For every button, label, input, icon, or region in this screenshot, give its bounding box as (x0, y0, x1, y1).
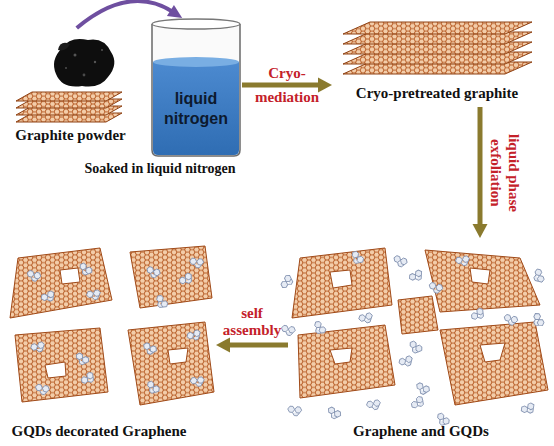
graphite-stage: Graphite powder (8, 28, 133, 146)
quantum-dots (280, 250, 545, 428)
beaker (152, 19, 240, 156)
process-arrow (216, 338, 288, 353)
step-note: Soaked in liquid nitrogen (45, 161, 275, 177)
step-label: Cryo- mediation (247, 61, 327, 109)
cryo-graphite-stack (343, 22, 532, 74)
stage-caption: Cryo-pretreated graphite (332, 84, 542, 102)
step-label: self assembly (212, 305, 292, 339)
graphene-sheets (292, 248, 548, 405)
stage-caption: Graphene and GQDs (288, 422, 554, 440)
graphite-stack (16, 92, 122, 122)
stage-caption: GQDs decorated Graphene (4, 422, 194, 440)
beaker-stage: liquid nitrogen (150, 18, 242, 158)
process-arrow (77, 1, 182, 28)
cryo-stage: Cryo-pretreated graphite (332, 12, 542, 107)
exfoliated-stage: Graphene and GQDs (288, 238, 554, 444)
attached-dots (26, 258, 205, 396)
decorated-stage: GQDs decorated Graphene (4, 238, 216, 444)
step-label: liquid phase exfoliation (487, 103, 523, 243)
stage-caption: Graphite powder (8, 126, 133, 144)
graphite-blob (54, 39, 114, 87)
decorated-sheets (10, 246, 214, 405)
process-arrow (473, 107, 488, 238)
stage-caption: liquid nitrogen (150, 89, 242, 129)
